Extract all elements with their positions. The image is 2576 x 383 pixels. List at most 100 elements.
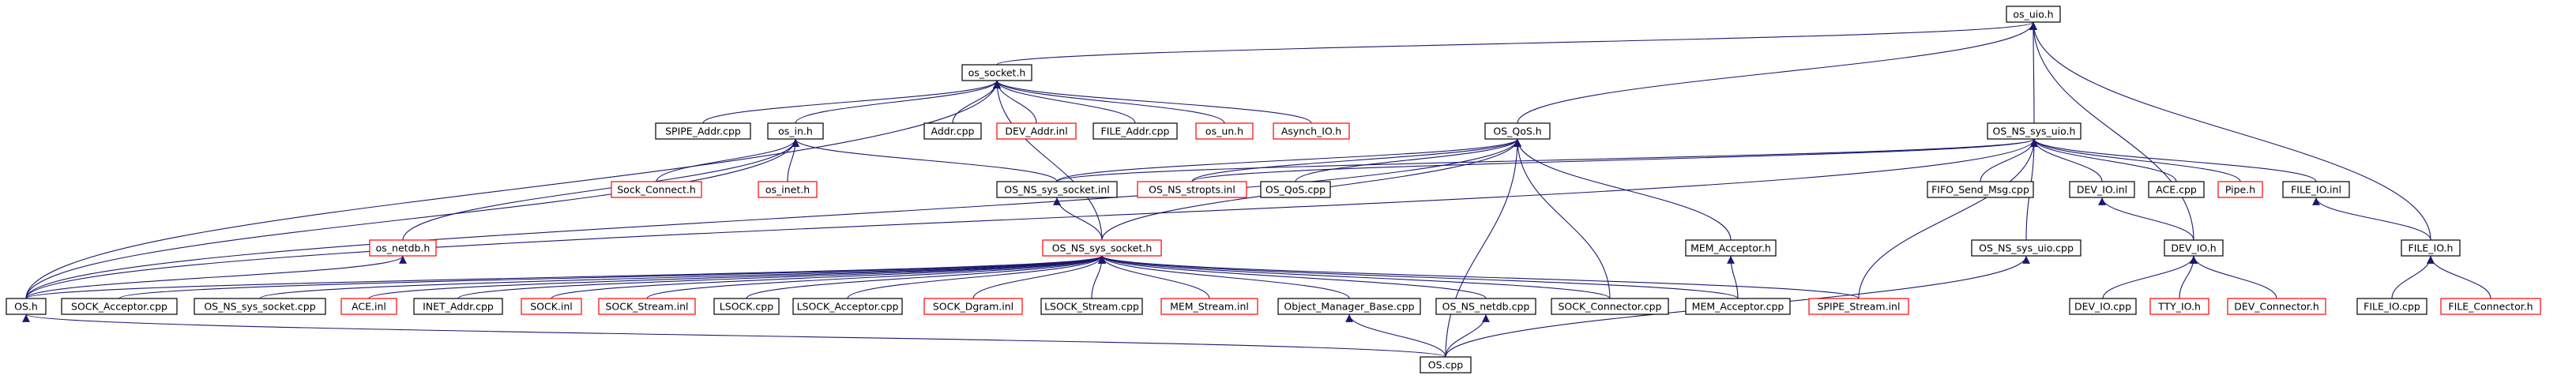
node-box [2217,181,2263,198]
edge-file_addr-to-os_socket [993,80,1136,124]
node-spipe-addr[interactable]: SPIPE_Addr.cpp [655,122,751,140]
node-sock-dgram-inl[interactable]: SOCK_Dgram.inl [923,298,1023,315]
edge-file_io_h-to-file_io_inl [2312,197,2431,241]
node-os-uio[interactable]: os_uio.h [2006,6,2061,23]
node-os-inet[interactable]: os_inet.h [758,181,818,198]
node-label: MEM_Acceptor.h [1690,242,1771,254]
node-box [996,122,1077,140]
node-box [598,298,696,315]
node-os-qos-cpp[interactable]: OS_QoS.cpp [1260,181,1331,198]
node-mem-stream-inl[interactable]: MEM_Stream.inl [1160,298,1258,315]
edge-sock_connector-to-os_qos [1514,138,1611,299]
node-label: Pipe.h [2225,184,2255,196]
node-file-connector[interactable]: FILE_Connector.h [2440,298,2541,315]
node-os-ns-sys-socket-inl[interactable]: OS_NS_sys_socket.inl [996,181,1118,198]
edge-dev_io_inl-to-os_ns_sys_uio_h [2030,138,2103,182]
node-os-ns-sys-uio-h[interactable]: OS_NS_sys_uio.h [1987,122,2081,140]
node-label: ACE.inl [352,301,386,313]
edge-os_ns_sys_socket_inl-to-os_qos [1056,138,1521,182]
edge-sock_connect-to-os_in [656,138,799,182]
node-box [1040,298,1143,315]
node-box [1160,298,1258,315]
node-pipe-h[interactable]: Pipe.h [2217,181,2263,198]
node-file-io-cpp[interactable]: FILE_IO.cpp [2356,298,2427,315]
node-dev-io-cpp[interactable]: DEV_IO.cpp [2069,298,2137,315]
node-os-netdb[interactable]: os_netdb.h [369,239,437,257]
node-sock-connect[interactable]: Sock_Connect.h [611,181,702,198]
node-mem-acceptor-cpp[interactable]: MEM_Acceptor.cpp [1685,298,1791,315]
node-label: OS.h [14,301,38,313]
node-box [767,122,824,140]
edge-os_in-to-os_socket [795,80,1001,124]
node-asynch-io[interactable]: Asynch_IO.h [1273,122,1350,140]
node-os-ns-sys-uio-cpp[interactable]: OS_NS_sys_uio.cpp [1971,239,2081,257]
node-sock-connector[interactable]: SOCK_Connector.cpp [1551,298,1669,315]
node-label: os_in.h [778,126,813,137]
edge-sock_connector-to-os_ns_sys_socket_h [1098,255,1611,299]
edge-lsock_acceptor-to-os_ns_sys_socket_h [847,255,1106,299]
node-ace-inl[interactable]: ACE.inl [340,298,397,315]
node-file-io-inl[interactable]: FILE_IO.inl [2282,181,2350,198]
node-file-io-h[interactable]: FILE_IO.h [2401,239,2461,257]
node-box [1260,181,1331,198]
node-inet-addr[interactable]: INET_Addr.cpp [413,298,503,315]
edge-spipe_addr-to-os_socket [702,80,1001,124]
node-sock-acceptor[interactable]: SOCK_Acceptor.cpp [61,298,178,315]
node-os-qos[interactable]: OS_QoS.h [1484,122,1551,140]
node-dev-connector[interactable]: DEV_Connector.h [2227,298,2326,315]
node-lsock-stream[interactable]: LSOCK_Stream.cpp [1040,298,1143,315]
node-label: OS_NS_sys_uio.cpp [1979,242,2074,254]
node-box [713,298,780,315]
node-addr-cpp[interactable]: Addr.cpp [923,122,982,140]
node-tty-io[interactable]: TTY_IO.h [2149,298,2209,315]
edge-mem_acceptor_cpp-to-mem_acceptor_h [1727,255,1739,299]
node-dev-io-inl[interactable]: DEV_IO.inl [2069,181,2135,198]
node-mem-acceptor-h[interactable]: MEM_Acceptor.h [1685,239,1777,257]
node-box [61,298,178,315]
node-label: LSOCK_Acceptor.cpp [797,301,899,313]
node-sock-inl[interactable]: SOCK.inl [521,298,582,315]
edge-dev_io_h-to-dev_io_inl [2098,197,2194,241]
node-os-h[interactable]: OS.h [6,298,47,315]
node-os-ns-netdb[interactable]: OS_NS_netdb.cpp [1435,298,1536,315]
node-os-in[interactable]: os_in.h [767,122,824,140]
node-label: DEV_IO.h [2171,242,2216,254]
node-label: FILE_IO.inl [2291,184,2341,196]
node-fifo-send-msg[interactable]: FIFO_Send_Msg.cpp [1927,181,2034,198]
node-box [611,181,702,198]
node-sock-stream-inl[interactable]: SOCK_Stream.inl [598,298,696,315]
edge-mem_acceptor_cpp-to-os_ns_sys_socket_h [1098,255,1739,299]
node-box [1277,298,1421,315]
node-os-un[interactable]: os_un.h [1195,122,1254,140]
edge-fifo_send_msg-to-os_ns_sys_uio_h [1980,138,2038,182]
node-lsock-cpp[interactable]: LSOCK.cpp [713,298,780,315]
edge-ace_inl-to-os_ns_sys_socket_h [368,255,1106,299]
node-os-ns-stropts-inl[interactable]: OS_NS_stropts.inl [1137,181,1247,198]
node-label: OS_NS_netdb.cpp [1442,301,1530,313]
edge-asynch_io-to-os_socket [993,80,1312,124]
node-box [1551,298,1669,315]
edge-os_qos-to-os_uio [1517,21,2037,124]
node-box [194,298,326,315]
edge-os_ns_sys_socket_h-to-os_socket [993,80,1103,241]
node-os-cpp[interactable]: OS.cpp [1420,356,1472,374]
node-ace-cpp[interactable]: ACE.cpp [2148,181,2205,198]
node-lsock-acceptor[interactable]: LSOCK_Acceptor.cpp [792,298,903,315]
edge-dev_connector-to-dev_io_h [2190,255,2277,299]
node-box [1685,239,1777,257]
node-object-manager-base[interactable]: Object_Manager_Base.cpp [1277,298,1421,315]
node-label: FILE_Connector.h [2448,301,2533,313]
node-dev-addr-inl[interactable]: DEV_Addr.inl [996,122,1077,140]
node-dev-io-h[interactable]: DEV_IO.h [2164,239,2224,257]
node-os-ns-sys-socket-h[interactable]: OS_NS_sys_socket.h [1042,239,1162,257]
node-label: SOCK_Dgram.inl [933,301,1013,313]
node-os-ns-sys-socket-cpp[interactable]: OS_NS_sys_socket.cpp [194,298,326,315]
node-file-addr[interactable]: FILE_Addr.cpp [1092,122,1178,140]
edge-sock_acceptor-to-os_ns_sys_socket_h [118,255,1106,299]
node-box [2148,181,2205,198]
node-box [923,122,982,140]
edge-sock_inl-to-os_ns_sys_socket_h [551,255,1106,299]
node-os-socket[interactable]: os_socket.h [961,64,1032,81]
node-spipe-stream-inl[interactable]: SPIPE_Stream.inl [1808,298,1909,315]
